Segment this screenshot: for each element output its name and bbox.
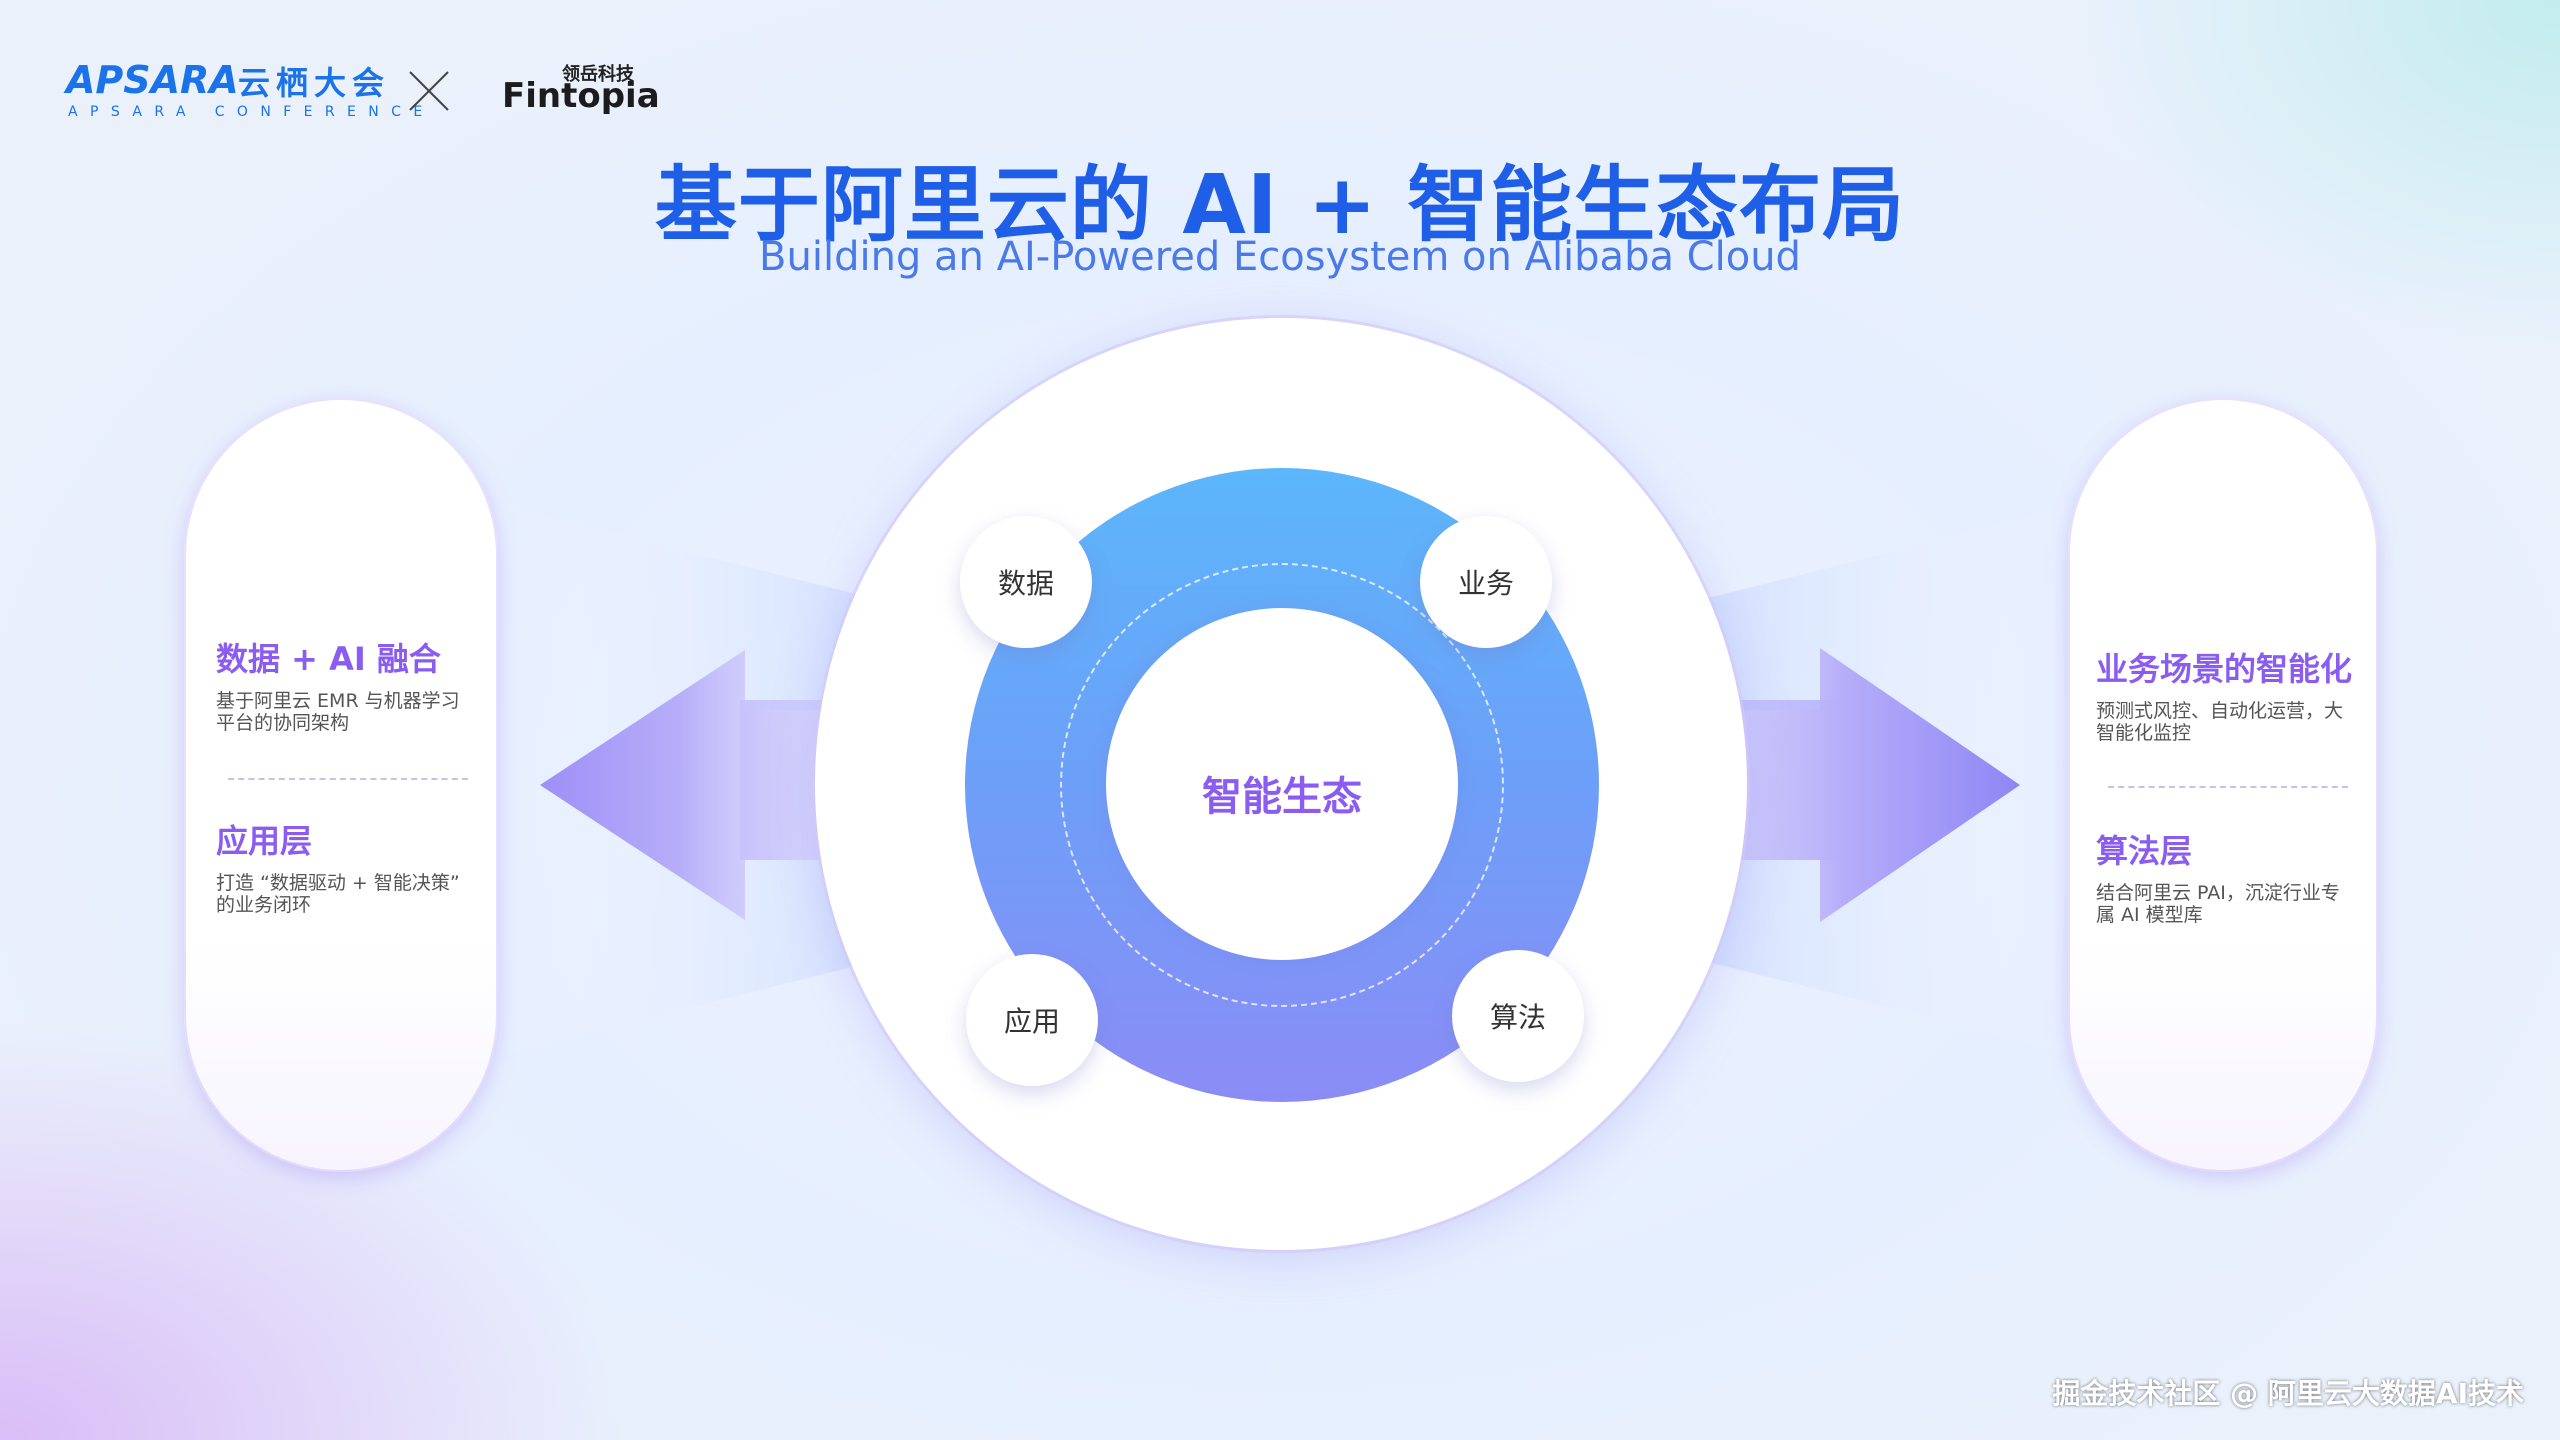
ecosystem-center-label: 智能生态 <box>1202 774 1362 820</box>
node-application: 应用 <box>966 954 1098 1086</box>
right-heading-2: 算法层 <box>2096 832 2193 870</box>
node-data-label: 数据 <box>997 567 1054 600</box>
right-text-1: 预测式风控、自动化运营，大智能化监控 <box>2096 700 2344 744</box>
partner-cn-logo: 领岳科技 <box>562 64 634 85</box>
right-heading-1: 业务场景的智能化 <box>2096 650 2353 688</box>
page-title: 基于阿里云的 AI + 智能生态布局 <box>654 158 1906 253</box>
left-divider <box>228 778 468 780</box>
ecosystem-dashed-ring <box>1060 563 1504 1007</box>
page-subtitle: Building an AI-Powered Ecosystem on Alib… <box>759 234 1801 280</box>
apsara-subtitle: APSARA CONFERENCE <box>68 104 435 120</box>
close-icon <box>409 71 449 111</box>
node-business-label: 业务 <box>1457 567 1514 600</box>
left-text-2: 打造 “数据驱动 + 智能决策” 的业务闭环 <box>216 872 460 916</box>
node-algorithm: 算法 <box>1452 950 1584 1082</box>
node-business: 业务 <box>1420 516 1552 648</box>
right-panel: 业务场景的智能化 预测式风控、自动化运营，大智能化监控 算法层 结合阿里云 PA… <box>2068 398 2378 1172</box>
fintopia-logo: Fintopia <box>502 76 660 116</box>
right-text-2: 结合阿里云 PAI，沉淀行业专属 AI 模型库 <box>2096 882 2340 926</box>
ecosystem-core <box>1106 608 1458 960</box>
right-divider <box>2108 786 2348 788</box>
node-data: 数据 <box>960 516 1092 648</box>
left-panel: 数据 + AI 融合 基于阿里云 EMR 与机器学习平台的协同架构 应用层 打造… <box>184 398 498 1172</box>
apsara-logo: APSARA <box>66 58 239 102</box>
left-heading-1: 数据 + AI 融合 <box>216 640 441 678</box>
watermark: 掘金技术社区 @ 阿里云大数据AI技术 <box>2052 1377 2524 1410</box>
left-heading-2: 应用层 <box>216 822 313 860</box>
left-text-1: 基于阿里云 EMR 与机器学习平台的协同架构 <box>216 690 460 734</box>
node-application-label: 应用 <box>1003 1005 1060 1038</box>
node-algorithm-label: 算法 <box>1489 1001 1546 1034</box>
apsara-cn-logo: 云栖大会 <box>238 64 391 102</box>
